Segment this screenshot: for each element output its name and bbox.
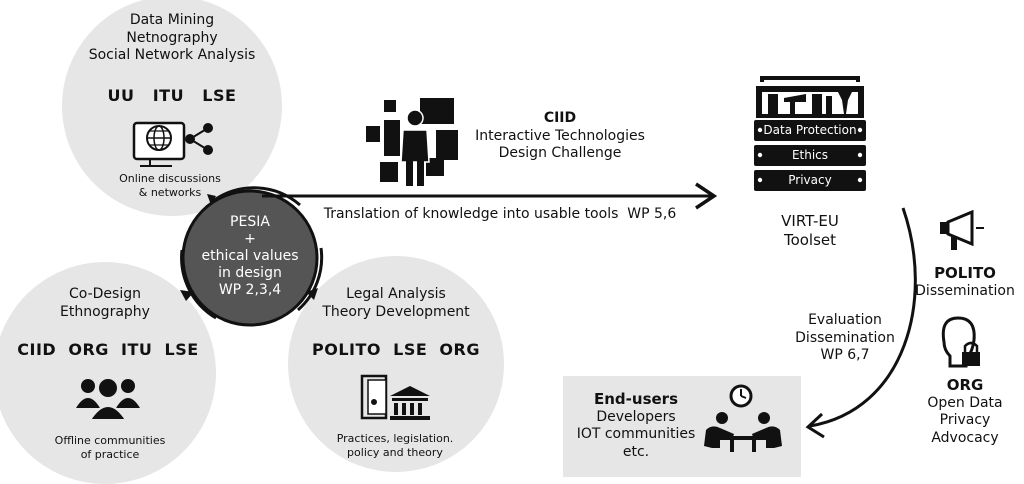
right-method-circle [288,256,504,472]
cycle-arrow-top [212,186,301,207]
caption-line: & networks [138,185,202,199]
left-caption: Offline communities of practice [40,434,180,462]
right-caption: Practices, legislation. policy and theor… [320,432,470,460]
evaluation-line: WP 6,7 [820,347,870,363]
evaluation-line: Evaluation [808,312,882,328]
right-methods: Legal Analysis Theory Development [306,286,486,321]
method-netnography: Netnography [126,29,218,46]
law-institution-icon [360,374,430,420]
end-users-text: End-users Developers IOT communities etc… [566,390,706,461]
person-interfaces-icon [366,98,458,186]
ciid-block: CIID Interactive Technologies Design Cha… [460,110,660,163]
org-line-1: Open Data [927,394,1003,411]
center-plus: + [244,231,256,248]
evaluation-line: Dissemination [795,329,895,346]
right-orgs: POLITO LSE ORG [312,340,480,359]
end-users-line-2: IOT communities [576,426,696,443]
toolbox-icon [754,76,866,191]
method-co-design: Co-Design [69,286,141,302]
evaluation-arrow [809,207,917,428]
caption-line: Offline communities [54,434,166,447]
org-name: ORG [946,376,984,394]
toolset-title-line: VIRT-EU [781,212,839,230]
end-users-box [563,376,801,477]
evaluation-label: Evaluation Dissemination WP 6,7 [770,312,920,365]
method-legal-analysis: Legal Analysis [346,286,446,302]
cycle-arrow-left [180,249,217,320]
translation-label: Translation of knowledge into usable too… [323,206,677,222]
method-ethnography: Ethnography [60,303,150,320]
center-pesia: PESIA [230,214,270,230]
org-line-2: Privacy Advocacy [931,412,999,446]
top-orgs: UU ITU LSE [107,86,237,105]
center-ethical-values: ethical values [201,248,299,265]
globe-share-icon [132,121,213,167]
caption-line: of practice [80,447,140,461]
caption-line: Online discussions [119,172,221,185]
method-data-mining: Data Mining [129,12,215,28]
top-methods: Data Mining Netnography Social Network A… [72,12,272,65]
meeting-clock-icon [704,384,782,452]
top-caption: Online discussions & networks [100,172,240,200]
center-label: PESIA + ethical values in design WP 2,3,… [190,214,310,299]
ciid-line-2: Design Challenge [498,145,622,161]
privacy-person-icon [941,316,980,368]
left-orgs: CIID ORG ITU LSE [17,340,199,359]
ciid-org: CIID [543,110,577,126]
toolset-item-data-protection: Data Protection [763,123,857,137]
method-social-network-analysis: Social Network Analysis [88,47,256,63]
caption-line: policy and theory [347,445,443,459]
ciid-line-1: Interactive Technologies [475,127,645,144]
toolset-title-line: Toolset [783,230,837,249]
top-method-circle [62,0,282,216]
left-method-circle [0,262,216,484]
polito-role: Dissemination [915,282,1015,299]
end-users-line-1: Developers [596,408,676,425]
megaphone-icon [940,209,984,250]
center-in-design: in design [218,265,282,282]
polito-block: POLITO Dissemination [906,264,1024,300]
group-people-icon [76,377,140,421]
end-users-title: End-users [594,390,678,408]
caption-line: Practices, legislation. [336,432,454,445]
cycle-arrow-right [297,247,324,312]
method-theory-development: Theory Development [322,303,470,320]
toolset-title: VIRT-EU Toolset [740,212,880,250]
center-wp: WP 2,3,4 [218,282,282,299]
polito-org: POLITO [934,264,996,282]
toolset-item-privacy: Privacy [788,173,832,187]
left-methods: Co-Design Ethnography [20,286,190,321]
toolset-item-ethics: Ethics [791,148,829,162]
org-block: ORG Open Data Privacy Advocacy [906,376,1024,447]
end-users-line-3: etc. [622,443,650,460]
